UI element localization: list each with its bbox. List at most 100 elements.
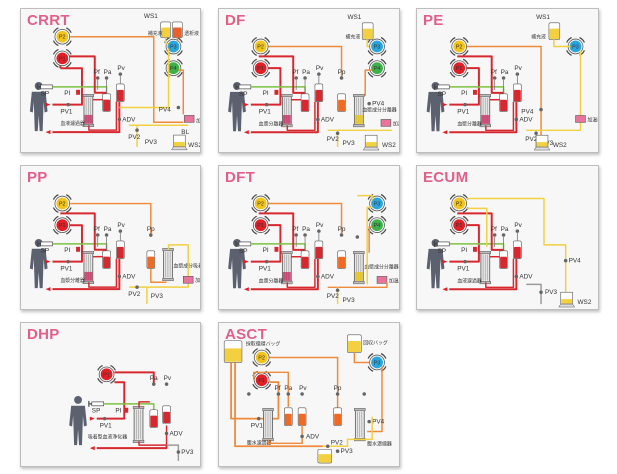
sp-label: SP [437,91,446,98]
arterial-chamber [499,93,508,112]
blood-line [138,425,168,446]
waste-stand [558,303,576,308]
pv-label: Pv [514,222,522,229]
circuit-diagram: PV1PISPPfPaPv血漿分離器ADVP2P1Pp血漿成分吸着器加温器PV2… [29,194,200,304]
pump-rotor-icon [453,197,466,210]
blood-line [258,212,306,251]
filter-cap [354,408,366,412]
chamber-fill [334,413,342,426]
pv2-label: PV2 [525,136,538,143]
pp-label: Pp [334,385,342,392]
pi-sensor-icon [472,246,477,252]
pump-label: P1 [103,372,110,378]
filter-cap [281,94,293,98]
fluid-line [366,39,370,48]
primary-filter-label: 血漿分離器 [457,120,482,127]
pa-label: Pa [302,226,310,233]
venous-return-line [250,97,319,134]
venous-chamber [314,240,324,259]
pf-label: Pf [491,69,497,76]
pump-p1: P1 [97,364,116,384]
rotation-arrow-icon [380,366,387,372]
rotation-arrow-icon [367,50,374,56]
pump-rotor-icon [56,219,69,232]
arterial-line [449,244,480,263]
pump-rotor-icon [371,40,383,53]
pump-rotor-icon [371,197,383,210]
adsorption-column-label: 吸着型血液浄化器 [88,433,127,440]
primary-filter-label: 血液濾過器 [60,120,85,127]
adv-label: ADV [122,273,136,280]
pump-label: P1 [59,56,66,62]
heater-icon [575,115,586,123]
pv4-label: PV4 [521,109,534,116]
pv2-label: PV2 [128,134,141,141]
rotation-arrow-icon [265,361,272,367]
panel-title: ASCT [225,326,268,343]
pv-label: Pv [117,65,125,72]
pump-p2: P2 [449,194,469,213]
blood-line [258,55,306,94]
fluid-line [129,244,189,288]
pf-label: Pf [292,69,298,76]
patient-icon [29,81,48,132]
filter-fill [282,272,291,281]
pump-rotor-icon [56,30,69,43]
sp-label: SP [239,91,248,98]
syringe-pump-icon [433,240,450,247]
pv1-label: PV1 [60,265,73,272]
filtrate-line [70,35,184,124]
venous-return-line [52,97,121,134]
pv2-label: PV2 [327,293,340,300]
pump-p2: P2 [449,37,469,56]
rotation-arrow-icon [65,215,72,222]
rotation-arrow-icon [380,194,387,200]
panel-pe: PV1PISPPfPaPv血漿分離器ADVP2P1P3WS1補充液PV4加温器P… [416,8,599,153]
sensor-node [247,392,251,396]
filter-cap [353,251,365,255]
chamber-fill [163,411,171,424]
sensor-node [355,235,360,239]
sp-label: SP [437,248,446,255]
pump-p1: P1 [52,48,72,68]
rotation-arrow-icon [566,37,572,43]
pa-node [501,233,506,237]
pv3-label: PV3 [151,293,164,300]
panel-title: PP [27,169,48,186]
pp-node [335,392,340,396]
venous-return-line [52,254,121,291]
pv1-label: PV1 [60,108,73,115]
pa-label: Pa [501,226,509,233]
pf-node [492,76,497,80]
pump-label: P3 [374,44,381,50]
arrow-out-icon [89,446,95,451]
pv3-label: PV3 [343,297,356,304]
blood-line [88,258,118,288]
blood-line [286,101,316,132]
waste-fill [536,142,548,147]
patient-head [74,395,82,404]
rotation-arrow-icon [65,62,72,68]
pv3-node [176,450,181,454]
replacement-fluid-bag [160,21,171,39]
pump-p3: P3 [566,37,585,56]
rotation-arrow-icon [251,194,258,200]
ascites-concentrator [354,408,366,442]
rotation-arrow-icon [265,370,272,377]
pump-label: P2 [456,44,463,50]
pp-label: Pp [338,69,346,76]
blood-line [485,101,515,132]
pa-node [303,233,307,237]
pump-rotor-icon [453,40,466,53]
rotation-arrow-icon [462,58,469,65]
pv1-node [264,102,269,107]
pump-rotor-icon [254,219,267,232]
rotation-arrow-icon [65,194,72,200]
venous-return-line [449,97,518,134]
replacement-fluid-label: 補充液 [148,30,163,37]
pump-p3: P3 [367,353,387,372]
pv4-label: PV4 [372,101,385,108]
arrow-in-icon [243,102,249,107]
rotation-arrow-icon [251,228,258,235]
